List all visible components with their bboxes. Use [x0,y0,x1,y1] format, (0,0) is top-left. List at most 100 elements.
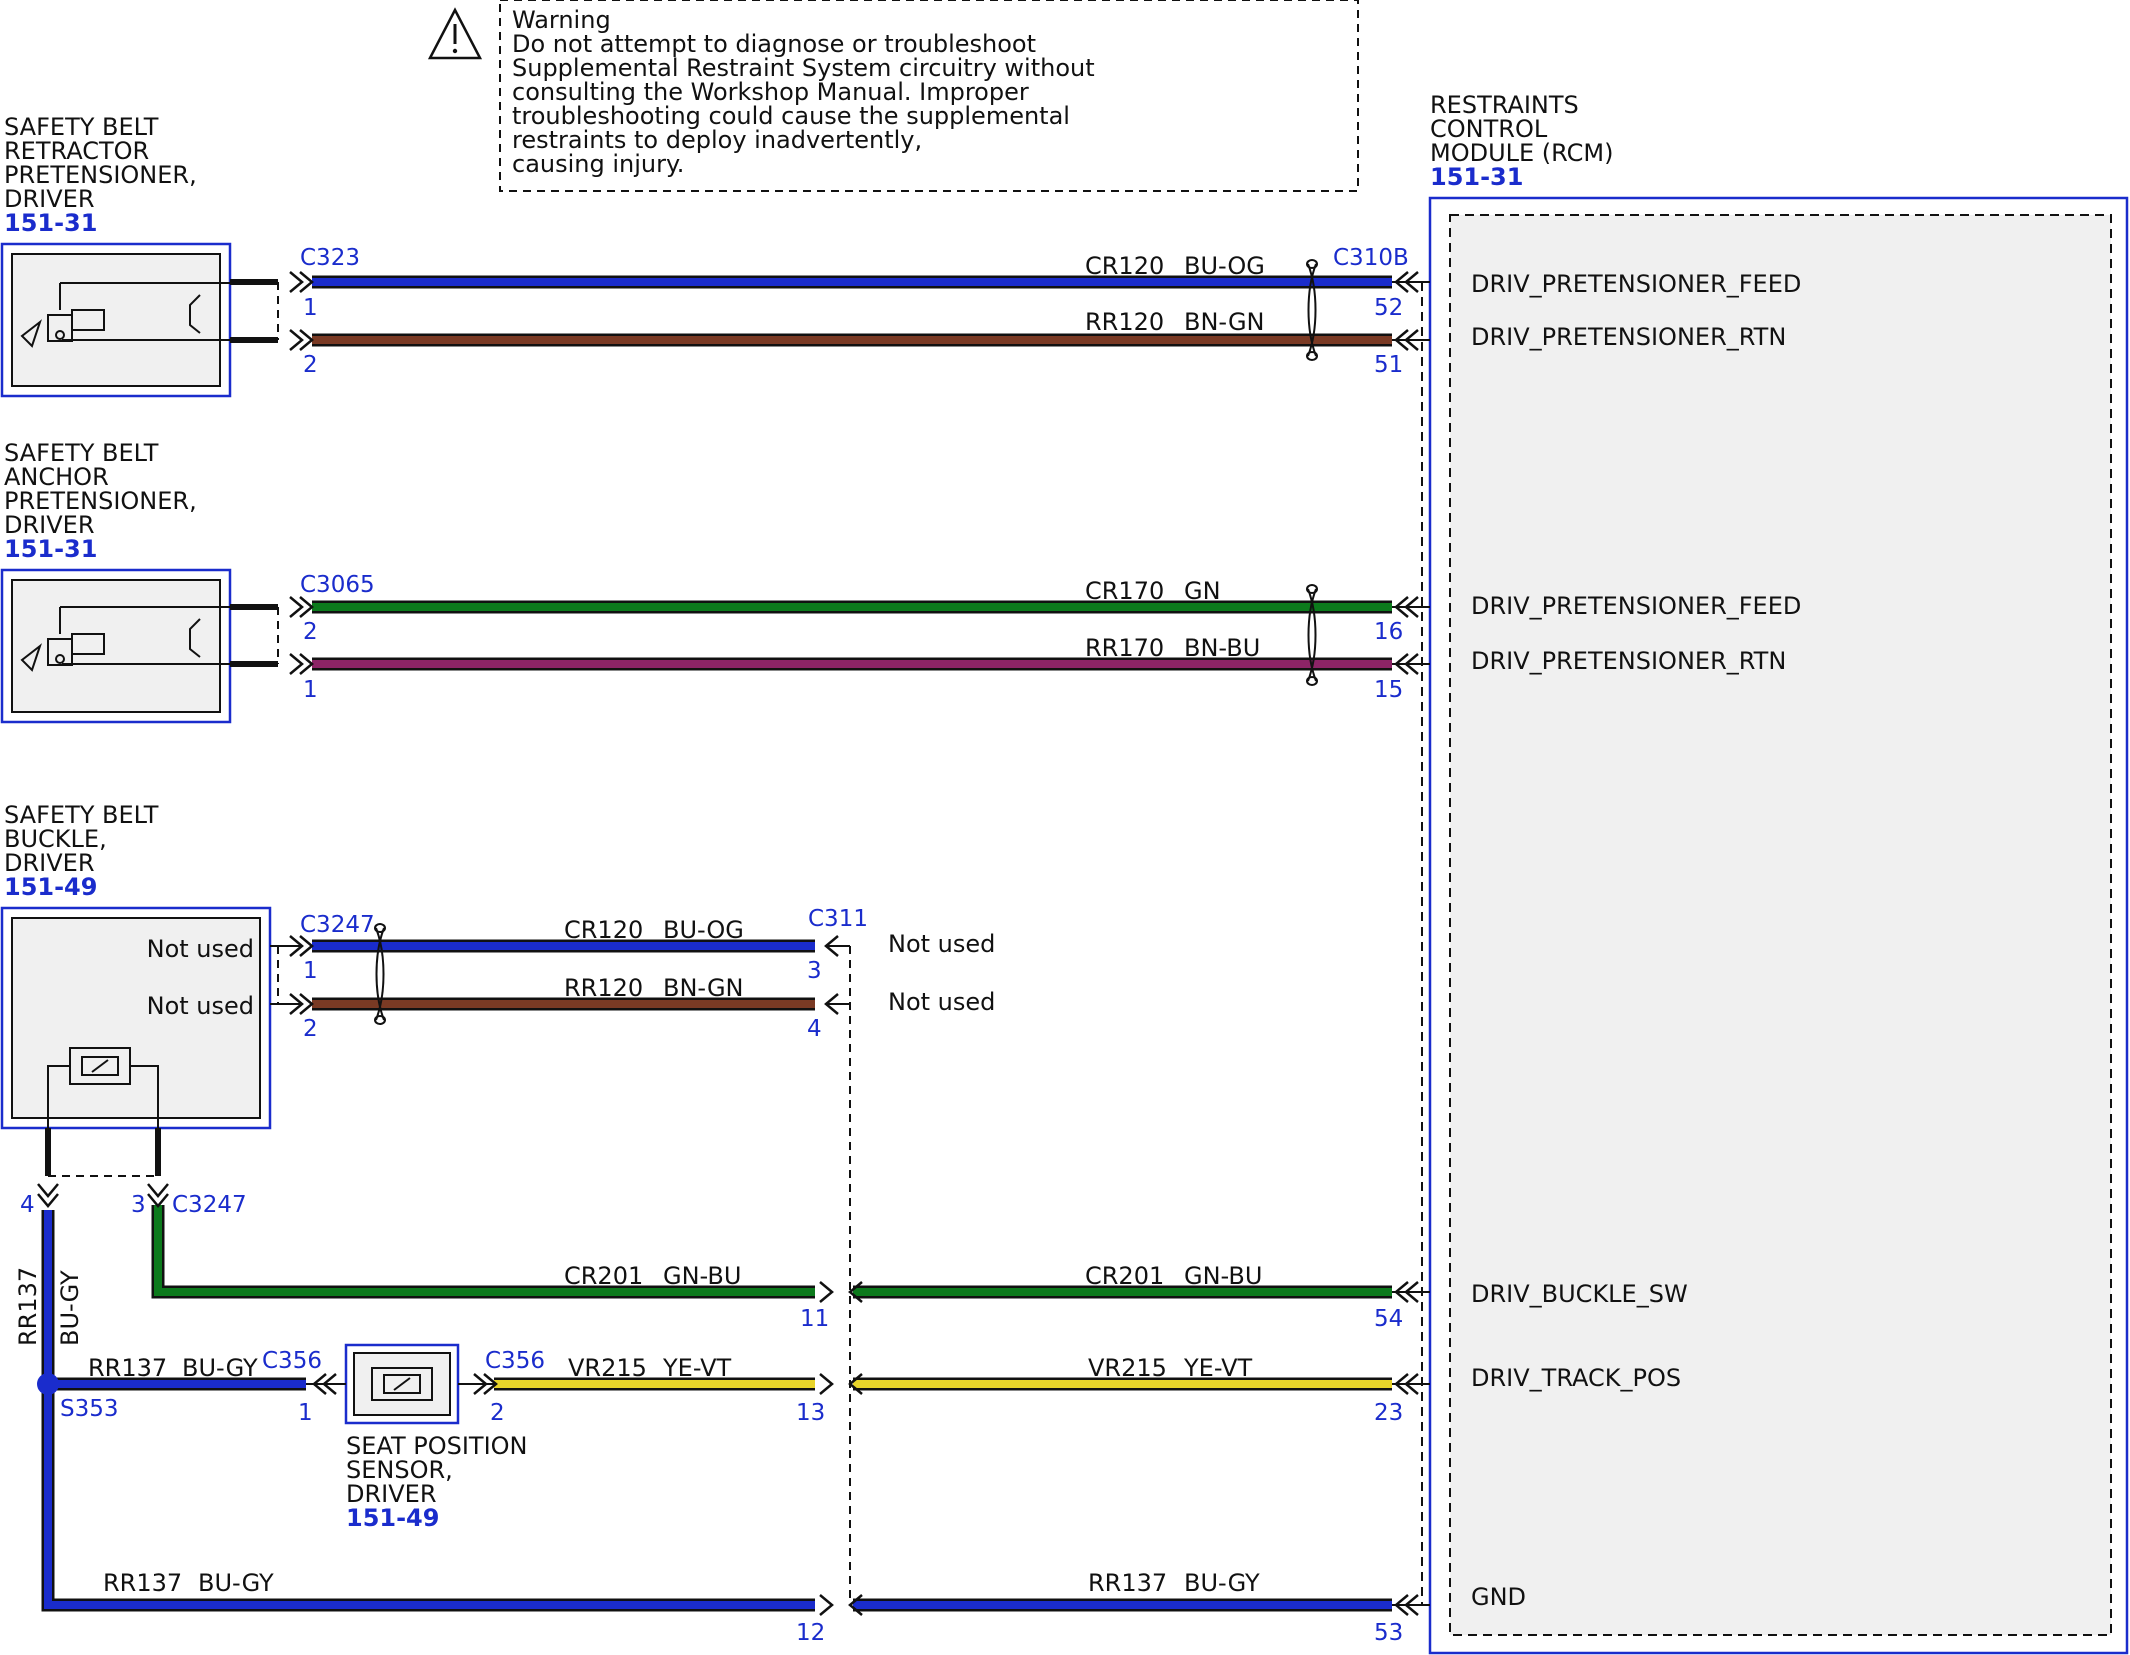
pin-number: 1 [303,677,318,703]
rcm-signal: DRIV_PRETENSIONER_FEED [1471,592,1801,620]
connector-c3247: C3247 [300,912,375,938]
wire-color-label: BU-OG [663,916,744,944]
component-name: RETRACTOR [4,137,149,165]
connector-c310b: C310B [1333,245,1409,271]
connector-c356: C356 [485,1348,545,1374]
pin-number: 54 [1374,1306,1403,1332]
rcm-signal: GND [1471,1583,1526,1611]
rcm-signal: DRIV_PRETENSIONER_RTN [1471,323,1786,351]
sensor-icon [371,1367,433,1401]
rcm-name: CONTROL [1430,115,1548,143]
pin-number: 16 [1374,619,1403,645]
not-used-label: Not used [147,992,254,1020]
connector-c323: C323 [300,245,360,271]
anchor-pretensioner: SAFETY BELT ANCHOR PRETENSIONER, DRIVER … [0,439,232,724]
circuit-label: RR137 [88,1354,167,1382]
wire-color-label: GN-BU [663,1262,741,1290]
component-name: DRIVER [4,511,95,539]
pin-number: 2 [303,1016,318,1042]
pin-number: 51 [1374,352,1403,378]
pin-number: 3 [807,958,822,984]
circuit-label: CR120 [1085,252,1164,280]
connector-c3247: C3247 [172,1192,247,1218]
component-name: PRETENSIONER, [4,161,197,189]
circuit-label: RR137 [103,1569,182,1597]
warning-line: troubleshooting could cause the suppleme… [512,102,1070,130]
connector-c311: C311 [808,906,868,932]
wire-color-label: BN-GN [1184,308,1265,336]
warning-title: Warning [512,6,611,34]
component-ref: 151-49 [346,1504,439,1532]
component-name: DRIVER [4,849,95,877]
pin-number: 23 [1374,1400,1403,1426]
warning-line: restraints to deploy inadvertently, [512,126,922,154]
pin-number: 4 [20,1192,35,1218]
not-used-label: Not used [147,935,254,963]
pin-number: 2 [490,1400,505,1426]
not-used-label: Not used [888,988,995,1016]
circuit-label: CR201 [564,1262,643,1290]
switch-icon [47,1047,159,1128]
warning-line: Supplemental Restraint System circuitry … [512,54,1095,82]
rcm-name: MODULE (RCM) [1430,139,1613,167]
wire-color-label: BU-GY [1184,1569,1260,1597]
component-name: PRETENSIONER, [4,487,197,515]
wire-color-label: BN-BU [1184,634,1260,662]
warning-line: Do not attempt to diagnose or troublesho… [512,30,1036,58]
wire-cr201-gn-bu [151,1205,815,1299]
rcm-name: RESTRAINTS [1430,91,1579,119]
wire-color-label: BU-OG [1184,252,1265,280]
splice-point [37,1373,59,1395]
wire-bundle [37,259,1430,1612]
connector-labels: C323 C310B C3065 C3247 C311 C3247 C356 C… [60,245,1409,1422]
connector-c356: C356 [262,1348,322,1374]
rcm-signal: DRIV_PRETENSIONER_RTN [1471,647,1786,675]
rcm-module: RESTRAINTS CONTROL MODULE (RCM) 151-31 D… [1421,91,2129,1655]
pin-number: 52 [1374,295,1403,321]
seat-position-sensor: SEAT POSITION SENSOR, DRIVER 151-49 [344,1343,528,1532]
pin-number: 53 [1374,1620,1403,1646]
circuit-label: CR201 [1085,1262,1164,1290]
circuit-label: RR137 [14,1267,42,1346]
warning-box: Warning Do not attempt to diagnose or tr… [427,0,1359,192]
circuit-label: RR120 [564,974,643,1002]
component-name: DRIVER [346,1480,437,1508]
pin-number: 3 [131,1192,146,1218]
pin-number: 4 [807,1016,822,1042]
circuit-label: RR120 [1085,308,1164,336]
component-name: SAFETY BELT [4,439,159,467]
wire-color-label: BU-GY [56,1270,84,1346]
not-used-label: Not used [888,930,995,958]
rcm-signal: DRIV_BUCKLE_SW [1471,1280,1688,1308]
pin-number: 11 [800,1306,829,1332]
warning-icon [427,7,483,60]
wire-color-label: BN-GN [663,974,744,1002]
connector-c3065: C3065 [300,572,375,598]
component-name: SAFETY BELT [4,113,159,141]
pretensioner-icon [20,282,230,348]
wire-rr137-bu-gy [41,1210,815,1612]
pretensioner-icon [20,606,230,672]
component-name: DRIVER [4,185,95,213]
pin-number: 1 [298,1400,313,1426]
component-name: SEAT POSITION [346,1432,528,1460]
circuit-label: VR215 [568,1354,647,1382]
wire-color-label: GN [1184,577,1221,605]
twisted-pair-icon [374,259,1318,1025]
connector-pins [37,271,1419,1616]
component-name: SAFETY BELT [4,801,159,829]
wire-color-label: BU-GY [198,1569,274,1597]
wire-color-label: YE-VT [662,1354,731,1382]
component-ref: 151-31 [4,535,97,563]
component-name: SENSOR, [346,1456,453,1484]
rcm-signal: DRIV_TRACK_POS [1471,1364,1681,1392]
wire-color-label: YE-VT [1183,1354,1252,1382]
circuit-label: RR170 [1085,634,1164,662]
circuit-label: CR170 [1085,577,1164,605]
pin-number: 15 [1374,677,1403,703]
pin-number: 2 [303,352,318,378]
rcm-ref: 151-31 [1430,163,1523,191]
circuit-label: RR137 [1088,1569,1167,1597]
wire-labels: CR120 BU-OG RR120 BN-GN CR170 GN RR170 B… [14,252,1265,1597]
